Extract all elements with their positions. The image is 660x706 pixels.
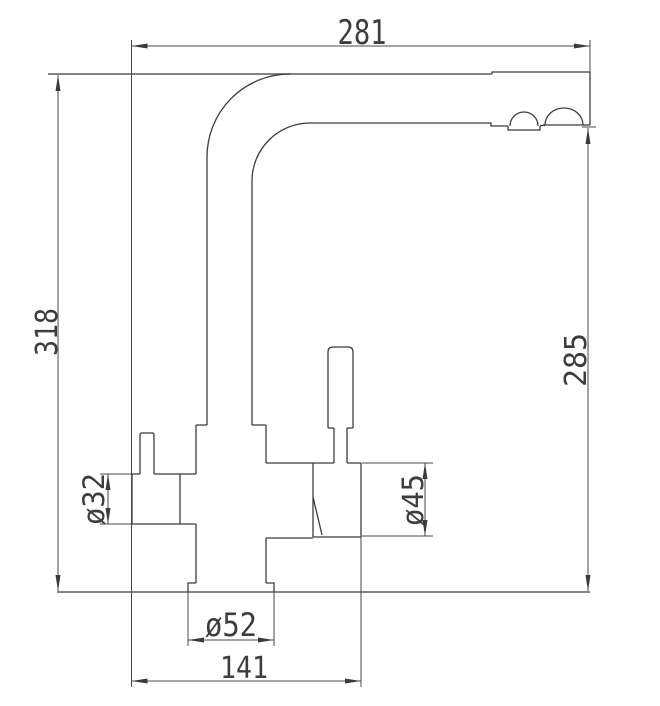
dim-o32-arrow-top — [105, 474, 111, 490]
dimension-base-diameter: ø52 — [187, 592, 275, 646]
dim-o45-label: ø45 — [396, 474, 430, 526]
dim-285-lines — [582, 126, 596, 591]
dim-141-label: 141 — [220, 651, 268, 686]
dimension-mixer-valve-diameter: ø45 — [362, 462, 433, 537]
dim-318-label: 318 — [30, 308, 65, 356]
dimension-total-height: 318 — [30, 75, 65, 591]
dim-318-arrow-top — [55, 75, 61, 91]
spout-aerator-detail — [507, 107, 590, 131]
dim-141-arrow-left — [131, 678, 148, 684]
dim-o45-arrow-bottom — [422, 520, 428, 536]
faucet-outline — [48, 71, 591, 593]
dim-o45-arrow-top — [422, 463, 428, 479]
lever-handle — [327, 346, 354, 463]
faucet-body-outline — [131, 424, 362, 592]
dim-141-arrow-right — [345, 678, 361, 684]
filter-handle — [139, 432, 155, 474]
dimension-filter-valve-diameter: ø32 — [77, 473, 132, 525]
dim-285-label: 285 — [559, 333, 594, 387]
dim-o32-label: ø32 — [77, 473, 111, 525]
dim-285-arrow-bottom — [585, 575, 591, 591]
dim-o52-arrow-left — [188, 637, 204, 643]
dim-281-arrow-left — [131, 43, 148, 49]
dimension-spout-outlet-height: 285 — [559, 126, 596, 591]
dimension-body-width: 141 — [131, 537, 362, 687]
dim-o32-arrow-bottom — [105, 508, 111, 524]
spout-and-riser-outline — [206, 71, 591, 425]
dim-o52-label: ø52 — [205, 606, 257, 644]
dim-o52-arrow-right — [258, 637, 274, 643]
dim-141-lines — [131, 537, 362, 687]
dim-318-arrow-bottom — [55, 575, 61, 591]
dim-281-label: 281 — [338, 13, 387, 53]
dim-281-arrow-right — [574, 43, 590, 49]
dim-281-lines — [131, 40, 591, 687]
dim-285-arrow-top — [585, 128, 591, 144]
dimension-spout-reach: 281 — [131, 13, 591, 687]
